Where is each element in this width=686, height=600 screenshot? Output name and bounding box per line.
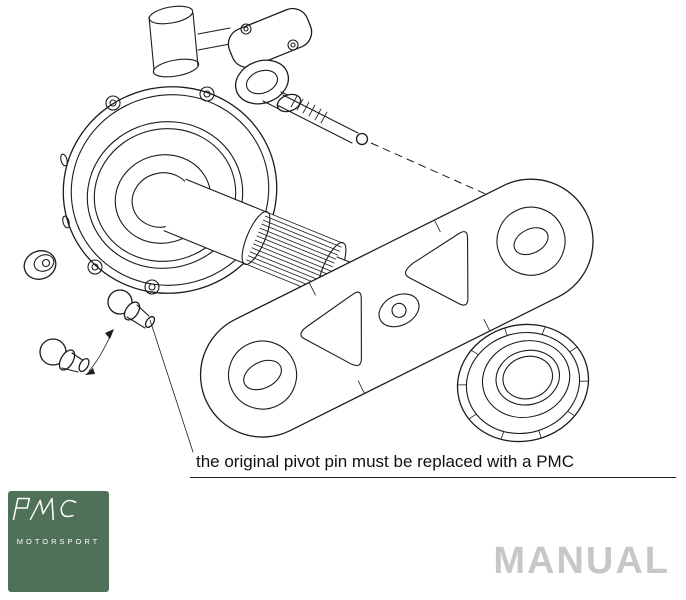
brand-logo: MOTORSPORT [8, 491, 109, 592]
caption-leader-line [149, 319, 194, 453]
original-pivot-pin [39, 338, 90, 373]
fork-cutout-left [300, 291, 362, 367]
pmc-pivot-pin [107, 289, 156, 329]
pmc-logo-monogram [12, 497, 77, 521]
caption-text: the original pivot pin must be replaced … [190, 452, 676, 478]
slave-cylinder-assembly [148, 5, 369, 146]
push-rod [276, 94, 369, 146]
spline-section [244, 211, 344, 296]
swap-arrow [85, 329, 114, 375]
manual-watermark: MANUAL [493, 540, 670, 582]
brand-subtitle: MOTORSPORT [16, 537, 101, 546]
bushing-part [23, 250, 57, 280]
fork-cutout-right [405, 231, 469, 306]
clutch-fork [199, 178, 594, 438]
release-bearing [456, 323, 590, 443]
